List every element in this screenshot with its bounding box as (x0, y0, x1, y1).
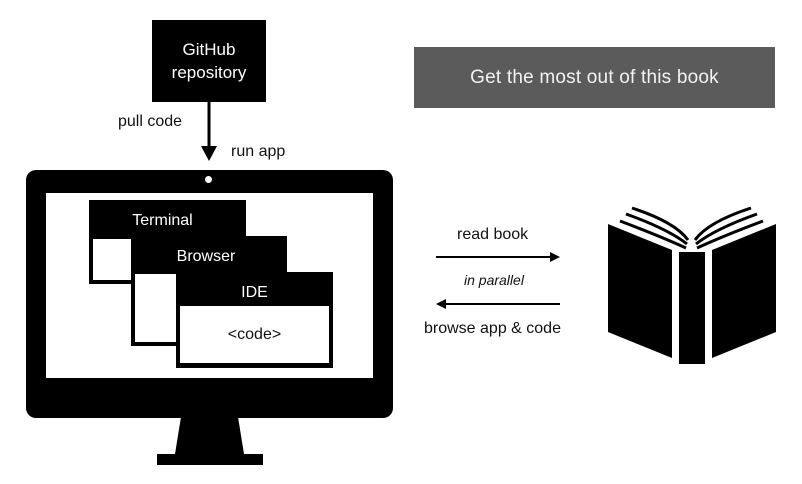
repo-label-line2: repository (171, 63, 247, 82)
ide-window: IDE <code> (176, 272, 333, 368)
github-repository-box: GitHub repository (152, 20, 266, 102)
read-book-label: read book (457, 226, 529, 243)
browser-pane (135, 274, 177, 342)
pull-code-label: pull code (118, 113, 183, 130)
browse-app-code-label: browse app & code (424, 320, 561, 337)
terminal-pane (93, 239, 131, 280)
terminal-title: Terminal (132, 212, 193, 229)
code-label: <code> (227, 325, 282, 343)
in-parallel-label: in parallel (464, 272, 524, 288)
run-app-label: run app (231, 143, 286, 160)
ide-code-pane: <code> (180, 306, 329, 363)
book-banner: Get the most out of this book (414, 47, 775, 108)
ide-title: IDE (241, 284, 268, 301)
repo-label-line1: GitHub (182, 40, 236, 59)
camera-dot (205, 176, 212, 183)
browser-title: Browser (176, 248, 236, 265)
banner-text: Get the most out of this book (470, 66, 719, 88)
